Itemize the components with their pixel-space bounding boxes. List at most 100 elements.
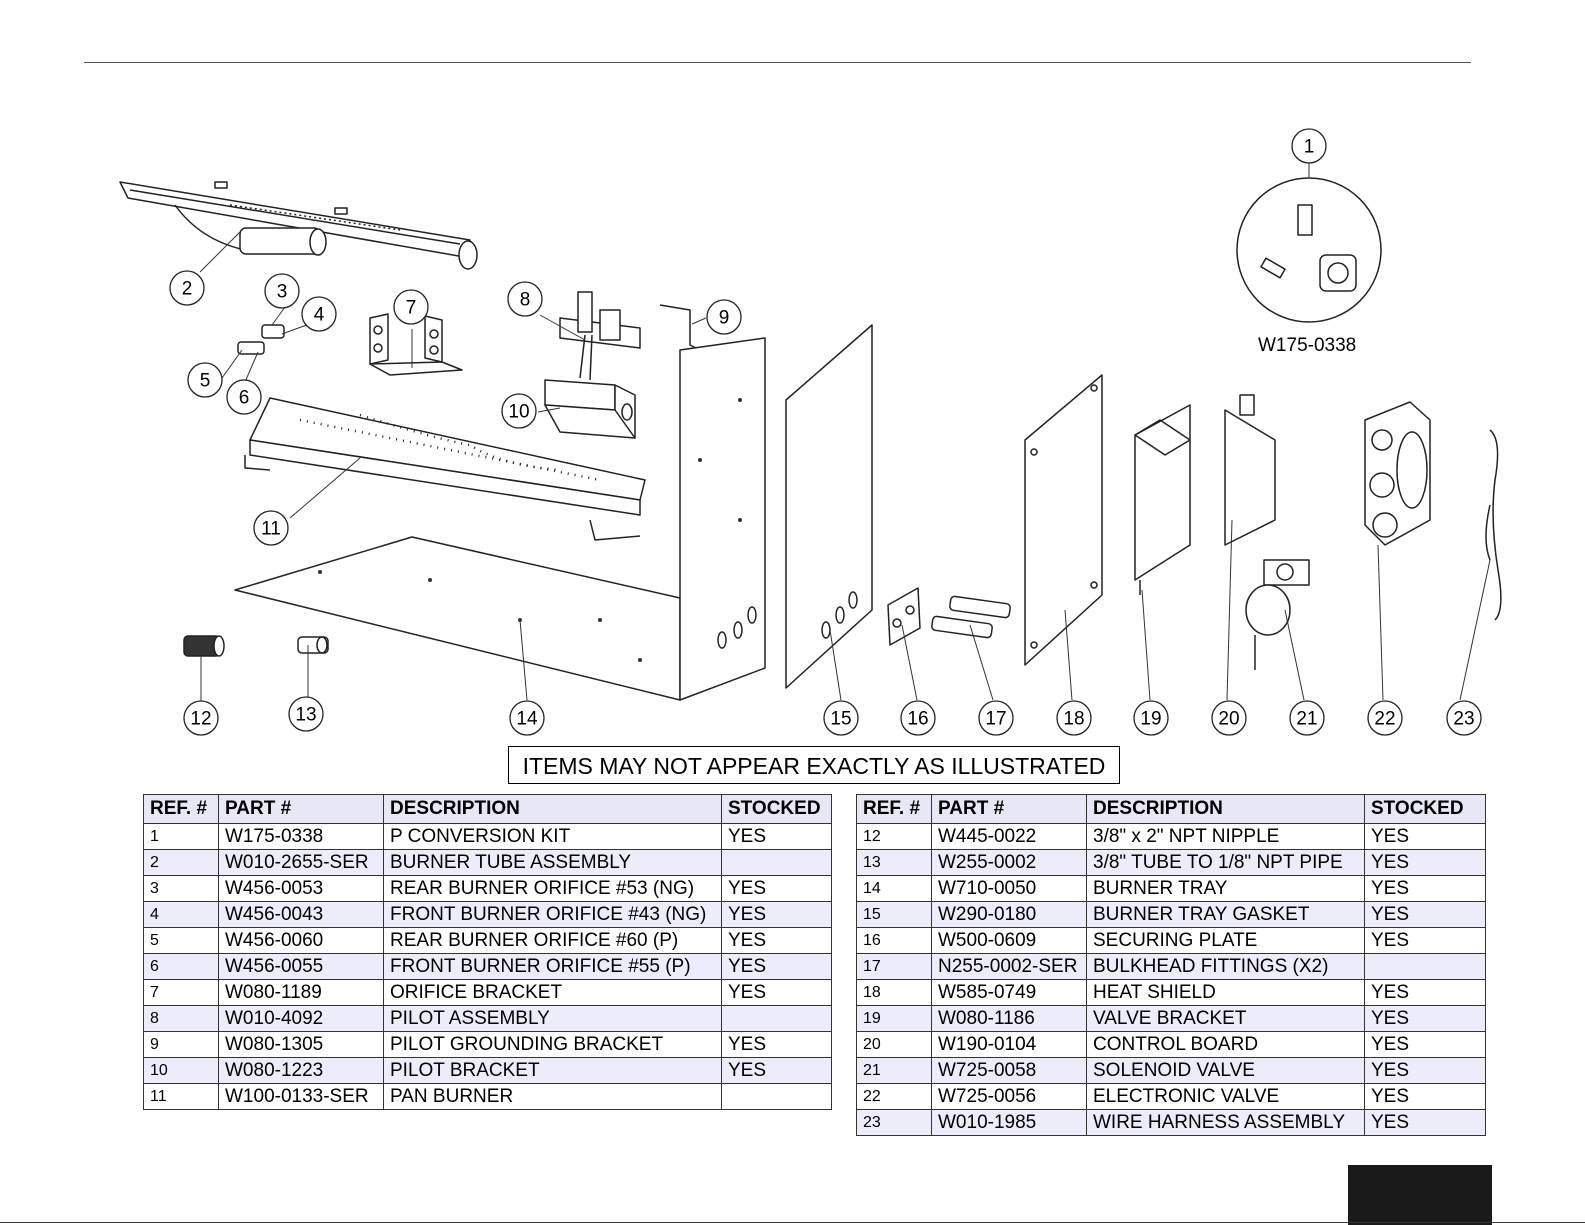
ref-cell: 4 bbox=[143, 901, 219, 928]
part-number-cell: W080-1223 bbox=[218, 1057, 384, 1084]
callout-5: 5 bbox=[200, 371, 211, 392]
description-cell: BURNER TRAY GASKET bbox=[1086, 901, 1365, 928]
callout-1: 1 bbox=[1304, 137, 1315, 158]
stocked-cell: YES bbox=[721, 927, 832, 954]
stocked-cell: YES bbox=[1364, 1109, 1486, 1136]
part-number-cell: W456-0043 bbox=[218, 901, 384, 928]
table-header-row: REF. # PART # DESCRIPTION STOCKED bbox=[143, 794, 832, 824]
electronic-valve-drawing bbox=[1364, 401, 1431, 546]
burner-tray-drawing bbox=[234, 337, 766, 701]
ref-cell: 1 bbox=[143, 823, 219, 850]
top-rule bbox=[84, 62, 1471, 63]
stocked-cell: YES bbox=[1364, 1005, 1486, 1032]
stocked-cell: YES bbox=[1364, 1031, 1486, 1058]
burner-tube-assembly-drawing bbox=[119, 181, 478, 270]
description-cell: PILOT ASSEMBLY bbox=[383, 1005, 722, 1032]
ref-cell: 17 bbox=[856, 953, 932, 980]
callout-11: 11 bbox=[261, 519, 281, 540]
part-number-cell: W080-1186 bbox=[931, 1005, 1087, 1032]
wire-harness-drawing bbox=[1485, 429, 1502, 621]
callout-6: 6 bbox=[239, 388, 250, 409]
npt-nipple-drawing bbox=[183, 635, 225, 657]
heat-shield-drawing bbox=[1024, 374, 1103, 666]
part-number-cell: W255-0002 bbox=[931, 849, 1087, 876]
callout-9: 9 bbox=[719, 308, 730, 329]
ref-cell: 18 bbox=[856, 979, 932, 1006]
ref-cell: 14 bbox=[856, 875, 932, 902]
callout-19: 19 bbox=[1140, 709, 1161, 730]
callout-17: 17 bbox=[985, 709, 1006, 730]
part-number-cell: W190-0104 bbox=[931, 1031, 1087, 1058]
part-number-cell: W445-0022 bbox=[931, 823, 1087, 850]
stocked-cell bbox=[721, 849, 832, 876]
ref-cell: 12 bbox=[856, 823, 932, 850]
pilot-assembly-drawing bbox=[559, 291, 641, 381]
header-part: PART # bbox=[218, 794, 384, 824]
stocked-cell: YES bbox=[1364, 1083, 1486, 1110]
part-number-cell: W100-0133-SER bbox=[218, 1083, 384, 1110]
description-cell: REAR BURNER ORIFICE #53 (NG) bbox=[383, 875, 722, 902]
description-cell: VALVE BRACKET bbox=[1086, 1005, 1365, 1032]
orifice-bracket-drawing bbox=[369, 313, 463, 376]
ref-cell: 2 bbox=[143, 849, 219, 876]
securing-plate-drawing bbox=[887, 587, 921, 646]
ref-cell: 16 bbox=[856, 927, 932, 954]
stocked-cell: YES bbox=[721, 823, 832, 850]
bulkhead-fittings-drawing bbox=[931, 595, 1011, 639]
header-description: DESCRIPTION bbox=[1086, 794, 1365, 824]
header-description: DESCRIPTION bbox=[383, 794, 722, 824]
header-ref: REF. # bbox=[143, 794, 219, 824]
valve-bracket-drawing bbox=[1134, 404, 1191, 595]
part-number-cell: W080-1189 bbox=[218, 979, 384, 1006]
description-cell: PAN BURNER bbox=[383, 1083, 722, 1110]
table-header-row: REF. # PART # DESCRIPTION STOCKED bbox=[856, 794, 1486, 824]
part-number-cell: W725-0056 bbox=[931, 1083, 1087, 1110]
part-number-cell: W290-0180 bbox=[931, 901, 1087, 928]
part-number-cell: W725-0058 bbox=[931, 1057, 1087, 1084]
header-ref: REF. # bbox=[856, 794, 932, 824]
part-number-cell: W500-0609 bbox=[931, 927, 1087, 954]
description-cell: FRONT BURNER ORIFICE #55 (P) bbox=[383, 953, 722, 980]
pilot-grounding-bracket-drawing bbox=[659, 304, 701, 351]
stocked-cell: YES bbox=[1364, 901, 1486, 928]
description-cell: 3/8" x 2" NPT NIPPLE bbox=[1086, 823, 1365, 850]
description-cell: BULKHEAD FITTINGS (X2) bbox=[1086, 953, 1365, 980]
description-cell: PILOT BRACKET bbox=[383, 1057, 722, 1084]
header-stocked: STOCKED bbox=[721, 794, 832, 824]
ref-cell: 22 bbox=[856, 1083, 932, 1110]
part-number-cell: W710-0050 bbox=[931, 875, 1087, 902]
part-number-cell: W010-1985 bbox=[931, 1109, 1087, 1136]
stocked-cell: YES bbox=[721, 901, 832, 928]
callout-20: 20 bbox=[1218, 709, 1239, 730]
callout-4: 4 bbox=[314, 305, 325, 326]
callout-circles bbox=[169, 128, 1482, 736]
description-cell: ORIFICE BRACKET bbox=[383, 979, 722, 1006]
header-part: PART # bbox=[931, 794, 1087, 824]
description-cell: ELECTRONIC VALVE bbox=[1086, 1083, 1365, 1110]
description-cell: WIRE HARNESS ASSEMBLY bbox=[1086, 1109, 1365, 1136]
description-cell: P CONVERSION KIT bbox=[383, 823, 722, 850]
callout-3: 3 bbox=[277, 282, 288, 303]
tube-to-pipe-drawing bbox=[297, 636, 329, 654]
ref-cell: 3 bbox=[143, 875, 219, 902]
